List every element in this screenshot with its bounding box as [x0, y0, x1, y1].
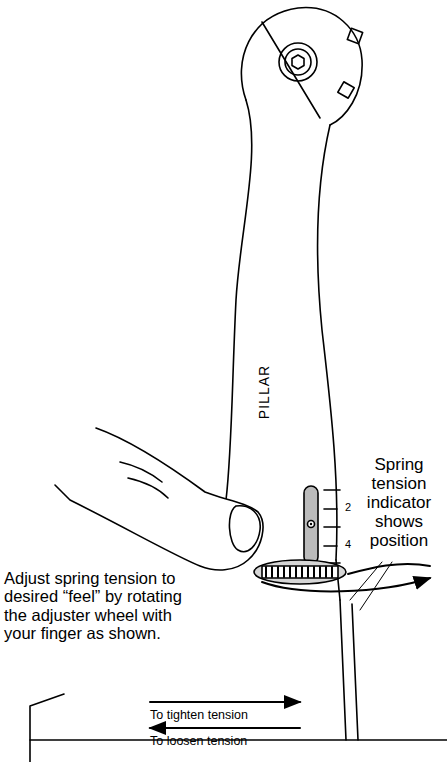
- bolt-ring: [279, 43, 317, 81]
- fingernail: [229, 506, 260, 552]
- bracket-edge: [352, 604, 358, 740]
- knurl-stroke: [307, 567, 309, 577]
- knuckle-line: [120, 462, 162, 482]
- knurl-stroke: [301, 567, 303, 577]
- pillar-head: [241, 8, 362, 125]
- head-notch: [347, 28, 362, 43]
- knurl-stroke: [313, 567, 315, 577]
- scale-number: 4: [342, 538, 354, 550]
- instruction-note: Adjust spring tension to desired “feel” …: [4, 569, 186, 643]
- rotation-arrow-back: [348, 564, 430, 574]
- knurl-stroke: [283, 567, 285, 577]
- hex-socket: [292, 55, 304, 69]
- leader-line: [360, 562, 392, 610]
- knurl-stroke: [325, 567, 327, 577]
- bolt-head: [285, 49, 311, 75]
- knurl-stroke: [295, 567, 297, 577]
- indicator-callout: Spring tension indicator shows position: [354, 455, 444, 550]
- leader-line: [350, 562, 382, 600]
- bracket-edge: [340, 600, 346, 740]
- base-plate: [30, 694, 64, 762]
- knurl-stroke: [265, 567, 267, 577]
- pillar-arm-right: [317, 125, 336, 560]
- loosen-arrow: [150, 727, 300, 729]
- hand: [55, 428, 263, 570]
- tighten-arrow: [150, 701, 300, 703]
- knurl-stroke: [331, 567, 333, 577]
- knuckle-line: [128, 478, 168, 498]
- indicator-slot: [304, 486, 318, 564]
- wheel-rim: [262, 566, 338, 578]
- pillar-arm-left: [226, 100, 252, 500]
- pillar-label: PILLAR: [257, 365, 273, 419]
- scale-number: 2: [342, 501, 354, 513]
- knurl-stroke: [277, 567, 279, 577]
- head-split: [262, 22, 320, 118]
- knurl-stroke: [319, 567, 321, 577]
- rotation-arrow: [262, 578, 430, 591]
- direction-label: To loosen tension: [150, 734, 300, 748]
- knurl-stroke: [289, 567, 291, 577]
- direction-label: To tighten tension: [150, 708, 300, 722]
- indicator-pointer: [308, 521, 315, 528]
- knurl-stroke: [271, 567, 273, 577]
- adjuster-wheel: [254, 560, 346, 584]
- head-notch: [338, 82, 354, 98]
